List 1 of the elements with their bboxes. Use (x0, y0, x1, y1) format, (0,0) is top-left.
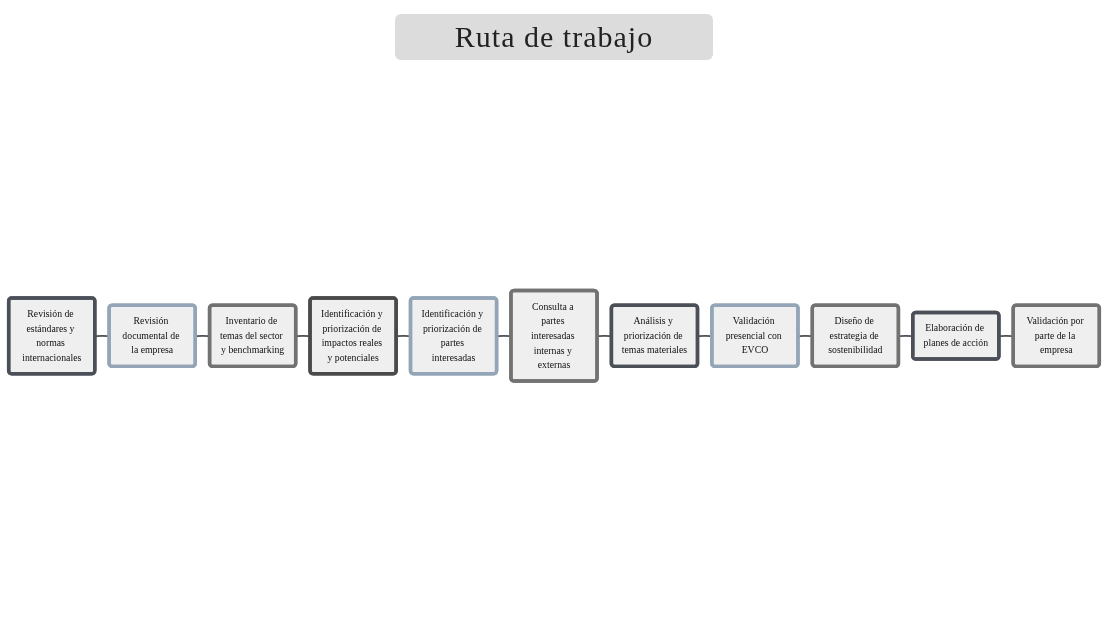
title-banner: Ruta de trabajo (394, 14, 714, 60)
